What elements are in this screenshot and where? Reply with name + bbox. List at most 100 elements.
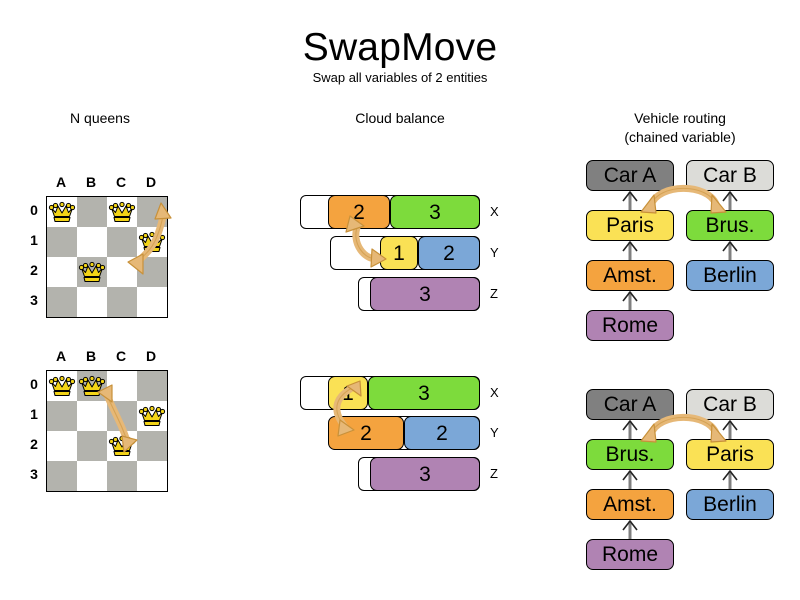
queen-icon[interactable] [48, 374, 76, 398]
page-subtitle: Swap all variables of 2 entities [312, 70, 488, 85]
board-cell-b2[interactable] [77, 257, 107, 287]
cloud-process-chip[interactable]: 1 [380, 236, 418, 270]
cloud-process-chip[interactable]: 1 [328, 376, 368, 410]
board-cell-a2[interactable] [47, 257, 77, 287]
nqueens-board-after: A B C D 0 1 2 3 [24, 348, 184, 498]
page-title: SwapMove [302, 26, 498, 69]
vrp-customer-box[interactable]: Brus. [686, 210, 774, 241]
board-cell-a0[interactable] [47, 371, 77, 401]
board-file-label-b: B [85, 348, 97, 364]
board-cell-d2[interactable] [137, 431, 167, 461]
queen-icon[interactable] [138, 230, 166, 254]
queen-icon[interactable] [138, 404, 166, 428]
board-file-label-d: D [145, 348, 157, 364]
cloud-process-chip[interactable]: 2 [328, 195, 390, 229]
board-rank-label-1: 1 [30, 406, 38, 422]
cloud-process-chip[interactable]: 3 [370, 457, 480, 491]
vrp-vehicle-box-cara[interactable]: Car A [586, 389, 674, 420]
board-cell-a1[interactable] [47, 227, 77, 257]
board-cell-d0[interactable] [137, 197, 167, 227]
board-file-label-a: A [55, 174, 67, 190]
board-cell-a3[interactable] [47, 287, 77, 317]
vrp-customer-box[interactable]: Rome [586, 310, 674, 341]
cloud-computer-label-z: Z [490, 286, 498, 301]
board-cell-c2[interactable] [107, 431, 137, 461]
cloud-process-chip[interactable]: 3 [368, 376, 480, 410]
vrp-vehicle-box-carb[interactable]: Car B [686, 389, 774, 420]
queen-icon[interactable] [48, 200, 76, 224]
board-rank-label-3: 3 [30, 466, 38, 482]
board-rank-label-3: 3 [30, 292, 38, 308]
board-cell-c3[interactable] [107, 461, 137, 491]
vrp-customer-box[interactable]: Paris [686, 439, 774, 470]
board-cell-b1[interactable] [77, 401, 107, 431]
board-cell-a1[interactable] [47, 401, 77, 431]
cloud-process-chip[interactable]: 3 [370, 277, 480, 311]
board-rank-label-1: 1 [30, 232, 38, 248]
board-cell-d3[interactable] [137, 461, 167, 491]
cloud-computer-row-z: 3 [358, 457, 480, 491]
board-file-label-c: C [115, 348, 127, 364]
cloud-process-chip[interactable]: 3 [390, 195, 480, 229]
chessboard-grid[interactable] [46, 196, 168, 318]
board-cell-a3[interactable] [47, 461, 77, 491]
vrp-vehicle-box-cara[interactable]: Car A [586, 160, 674, 191]
vrp-customer-box[interactable]: Amst. [586, 489, 674, 520]
vrp-customer-box[interactable]: Rome [586, 539, 674, 570]
vrp-customer-box[interactable]: Paris [586, 210, 674, 241]
board-cell-b0[interactable] [77, 371, 107, 401]
section-heading-cloud-balance: Cloud balance [355, 110, 445, 126]
board-cell-c2[interactable] [107, 257, 137, 287]
cloud-computer-label-y: Y [490, 245, 499, 260]
board-cell-c1[interactable] [107, 227, 137, 257]
queen-icon[interactable] [78, 260, 106, 284]
board-cell-c0[interactable] [107, 371, 137, 401]
cloud-computer-label-y: Y [490, 425, 499, 440]
board-rank-label-0: 0 [30, 376, 38, 392]
board-cell-b2[interactable] [77, 431, 107, 461]
vrp-customer-box[interactable]: Amst. [586, 260, 674, 291]
board-cell-d1[interactable] [137, 227, 167, 257]
cloud-computer-label-z: Z [490, 466, 498, 481]
board-cell-a0[interactable] [47, 197, 77, 227]
cloud-computer-label-x: X [490, 385, 499, 400]
board-cell-d1[interactable] [137, 401, 167, 431]
queen-icon[interactable] [108, 200, 136, 224]
board-rank-label-2: 2 [30, 436, 38, 452]
queen-icon[interactable] [78, 374, 106, 398]
board-cell-d2[interactable] [137, 257, 167, 287]
cloud-computer-label-x: X [490, 204, 499, 219]
vrp-vehicle-box-carb[interactable]: Car B [686, 160, 774, 191]
board-cell-c0[interactable] [107, 197, 137, 227]
board-cell-c3[interactable] [107, 287, 137, 317]
board-cell-a2[interactable] [47, 431, 77, 461]
board-cell-d3[interactable] [137, 287, 167, 317]
section-heading-vehicle-routing-line2: (chained variable) [624, 129, 736, 145]
vrp-customer-box[interactable]: Berlin [686, 260, 774, 291]
board-cell-c1[interactable] [107, 401, 137, 431]
chessboard-grid[interactable] [46, 370, 168, 492]
board-file-label-b: B [85, 174, 97, 190]
vrp-customer-box[interactable]: Brus. [586, 439, 674, 470]
board-cell-b3[interactable] [77, 461, 107, 491]
board-cell-b0[interactable] [77, 197, 107, 227]
board-file-label-c: C [115, 174, 127, 190]
board-cell-d0[interactable] [137, 371, 167, 401]
cloud-process-chip[interactable]: 2 [328, 416, 404, 450]
cloud-process-chip[interactable]: 2 [418, 236, 480, 270]
cloud-process-chip[interactable]: 2 [404, 416, 480, 450]
board-cell-b1[interactable] [77, 227, 107, 257]
section-heading-nqueens: N queens [70, 110, 130, 126]
board-rank-label-2: 2 [30, 262, 38, 278]
board-file-label-a: A [55, 348, 67, 364]
vrp-customer-box[interactable]: Berlin [686, 489, 774, 520]
board-cell-b3[interactable] [77, 287, 107, 317]
section-heading-vehicle-routing: Vehicle routing (chained variable) [580, 109, 780, 147]
queen-icon[interactable] [108, 434, 136, 458]
